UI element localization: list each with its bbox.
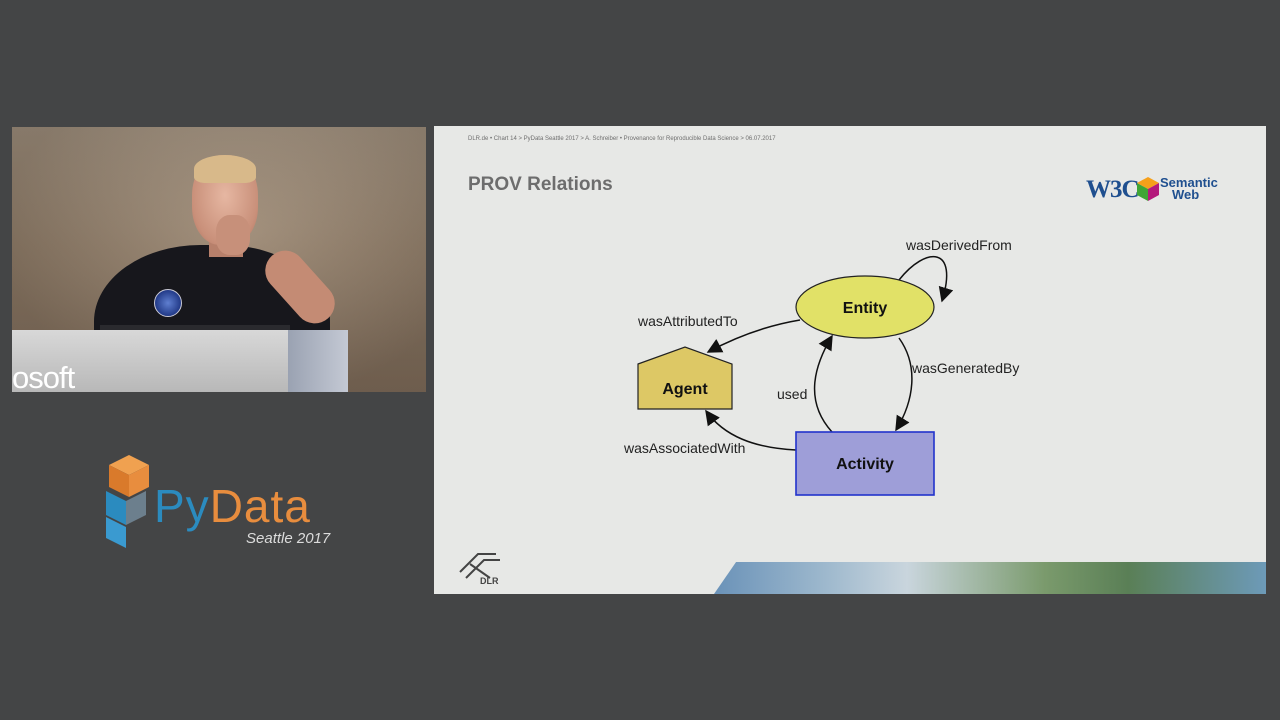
shirt-badge (154, 289, 182, 317)
speaker-video: osoft (12, 127, 426, 392)
edge-was-generated-by (895, 337, 913, 432)
podium (12, 330, 299, 392)
prov-diagram: Entity Agent Activity wasDerivedFrom was… (623, 237, 1019, 496)
was-derived-from-label: wasDerivedFrom (905, 237, 1012, 253)
activity-node (795, 431, 935, 496)
slide-title: PROV Relations (468, 174, 613, 195)
entity-label: Entity (843, 300, 888, 317)
was-attributed-to-label: wasAttributedTo (637, 313, 738, 329)
podium-text: osoft (12, 360, 75, 392)
was-associated-with-label: wasAssociatedWith (623, 440, 745, 456)
entity-node (795, 275, 935, 339)
pydata-logo: PyData Seattle 2017 (104, 453, 344, 553)
earth-footer-image (714, 562, 1266, 594)
speaker-hand (216, 215, 250, 255)
dlr-text: DLR (480, 576, 499, 586)
edge-was-associated-with (705, 409, 797, 451)
pydata-py-text: Py (154, 480, 210, 532)
edge-used (813, 334, 833, 433)
dlr-emblem-icon (459, 553, 500, 579)
pydata-cube-icon (106, 455, 149, 548)
semantic-web-line1: Semantic (1160, 175, 1218, 190)
w3c-mark: W3C (1086, 176, 1140, 203)
edge-was-attributed-to (706, 319, 801, 353)
pydata-data-text: Data (209, 480, 311, 532)
edge-was-derived-from (898, 255, 954, 303)
agent-label: Agent (662, 381, 708, 398)
semantic-web-text: Semantic Web (1160, 175, 1218, 202)
w3c-semantic-web-logo: W3C Semantic Web (1086, 174, 1246, 206)
slide-breadcrumb: DLR.de • Chart 14 > PyData Seattle 2017 … (468, 136, 776, 142)
dlr-logo: DLR (456, 550, 504, 588)
used-label: used (777, 386, 807, 402)
pydata-wordmark: PyData (154, 483, 311, 529)
presentation-slide: DLR.de • Chart 14 > PyData Seattle 2017 … (434, 126, 1266, 594)
agent-node (637, 346, 733, 410)
speaker-hair (194, 155, 256, 183)
semantic-web-line2: Web (1172, 187, 1200, 202)
semantic-web-cube-icon (1137, 177, 1159, 201)
activity-label: Activity (836, 456, 894, 473)
podium-side (288, 330, 348, 392)
laptop (100, 325, 290, 331)
event-city: Seattle 2017 (246, 530, 331, 547)
was-generated-by-label: wasGeneratedBy (911, 360, 1019, 376)
